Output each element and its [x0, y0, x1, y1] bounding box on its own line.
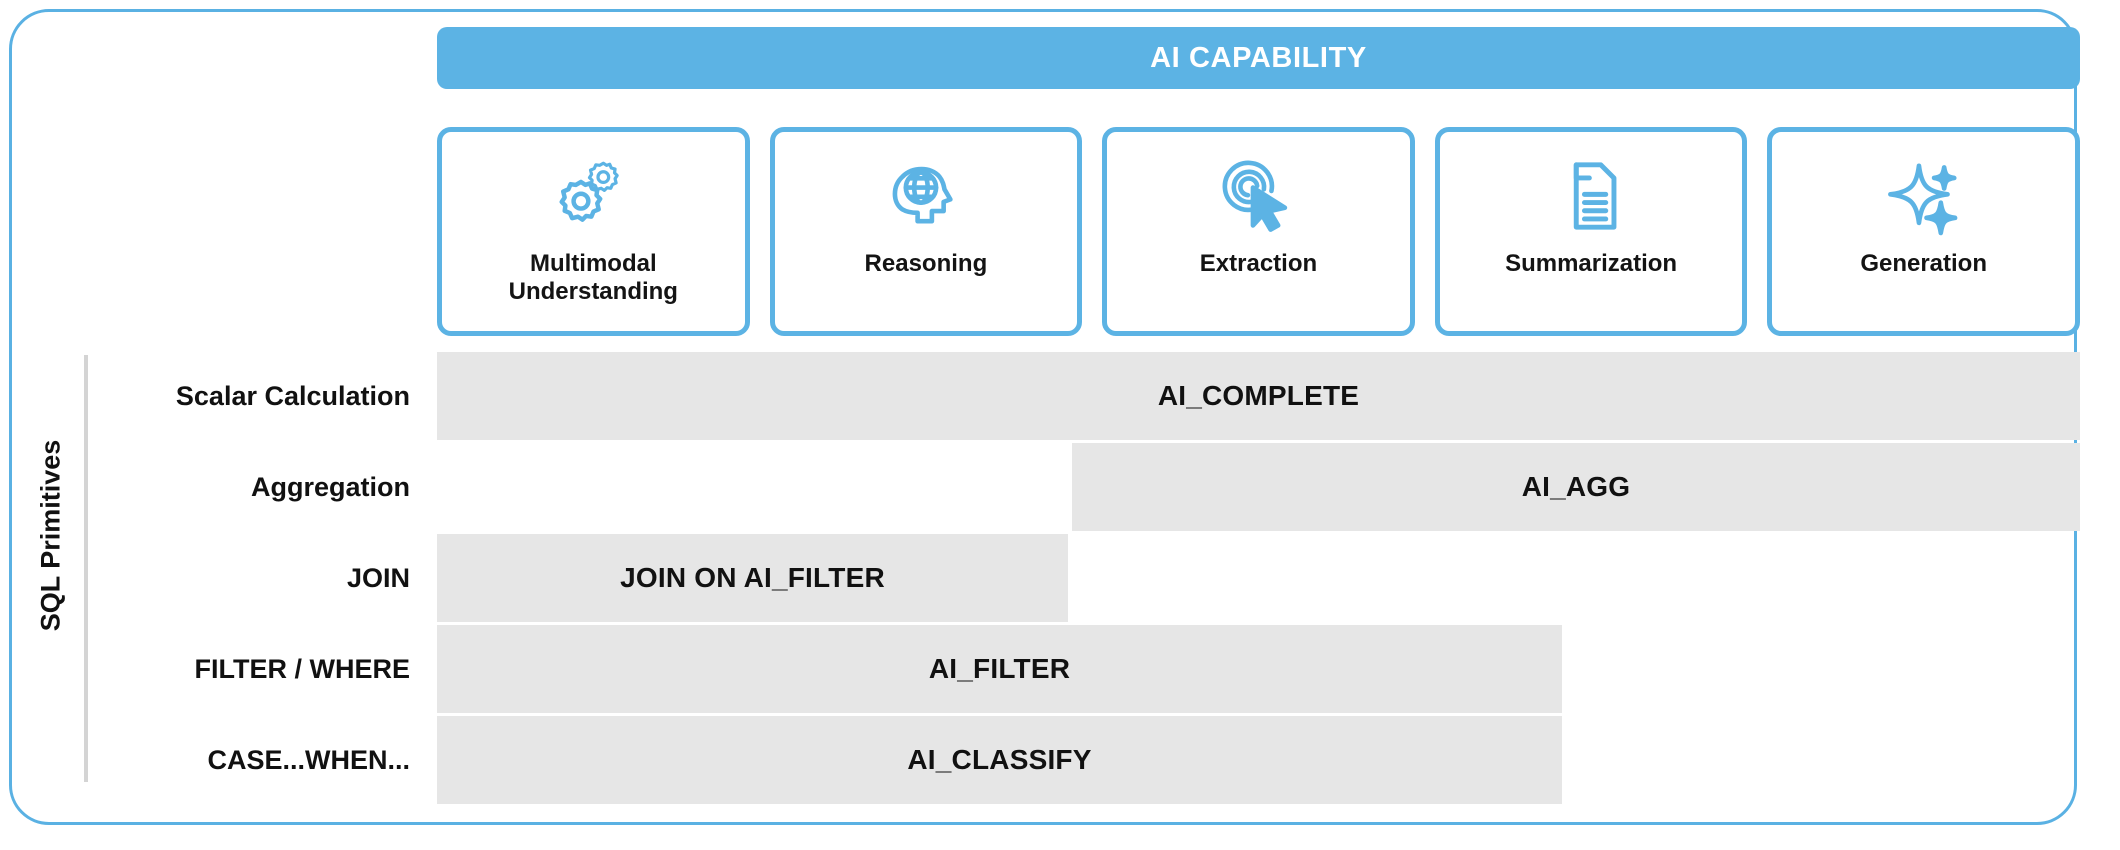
axis-rule — [84, 355, 88, 782]
capability-card-generation[interactable]: Generation — [1767, 127, 2080, 336]
row-bar[interactable]: AI_COMPLETE — [437, 352, 2080, 440]
matrix-row: Scalar Calculation AI_COMPLETE — [0, 352, 2120, 440]
row-bar-label: AI_FILTER — [928, 653, 1071, 684]
capability-card-label: Generation — [1860, 250, 1988, 277]
matrix-row: JOIN JOIN ON AI_FILTER — [0, 534, 2120, 622]
matrix-row: CASE...WHEN... AI_CLASSIFY — [0, 716, 2120, 804]
capability-card-label: Extraction — [1199, 250, 1318, 277]
row-bar-label: AI_COMPLETE — [1157, 380, 1360, 411]
matrix-row: Aggregation AI_AGG — [0, 443, 2120, 531]
row-bar[interactable]: JOIN ON AI_FILTER — [437, 534, 1068, 622]
sparkles-icon — [1882, 150, 1966, 242]
capability-card-reasoning[interactable]: Reasoning — [769, 127, 1083, 336]
ai-capability-banner-label: AI CAPABILITY — [1150, 41, 1367, 74]
document-lines-icon — [1550, 150, 1632, 242]
ai-capability-banner: AI CAPABILITY — [437, 27, 2080, 89]
row-label: Aggregation — [251, 471, 410, 502]
cursor-click-icon — [1216, 150, 1300, 242]
row-bar[interactable]: AI_FILTER — [437, 625, 1562, 713]
head-globe-icon — [884, 150, 968, 242]
row-bar[interactable]: AI_AGG — [1072, 443, 2080, 531]
row-bar-label: AI_CLASSIFY — [907, 744, 1092, 775]
capability-card-summarization[interactable]: Summarization — [1434, 127, 1748, 336]
gears-icon — [550, 150, 636, 242]
sql-primitives-matrix: Scalar Calculation AI_COMPLETE Aggregati… — [0, 352, 2120, 807]
capability-card-label: Summarization — [1505, 250, 1678, 277]
row-label: JOIN — [346, 562, 410, 593]
row-bar[interactable]: AI_CLASSIFY — [437, 716, 1562, 804]
row-bar-label: AI_AGG — [1521, 471, 1631, 502]
capability-card-extraction[interactable]: Extraction — [1102, 127, 1415, 336]
row-label: CASE...WHEN... — [207, 744, 410, 775]
capability-card-label: Reasoning — [864, 250, 988, 277]
row-bar-label: JOIN ON AI_FILTER — [620, 562, 885, 593]
capability-card-multimodal-understanding[interactable]: Multimodal Understanding — [437, 127, 750, 336]
capability-card-label: Multimodal Understanding — [508, 250, 678, 306]
row-label: Scalar Calculation — [175, 380, 410, 411]
matrix-row: FILTER / WHERE AI_FILTER — [0, 625, 2120, 713]
row-label: FILTER / WHERE — [194, 653, 411, 684]
capability-cards-row: Multimodal Understanding Reasoning — [437, 127, 2080, 336]
